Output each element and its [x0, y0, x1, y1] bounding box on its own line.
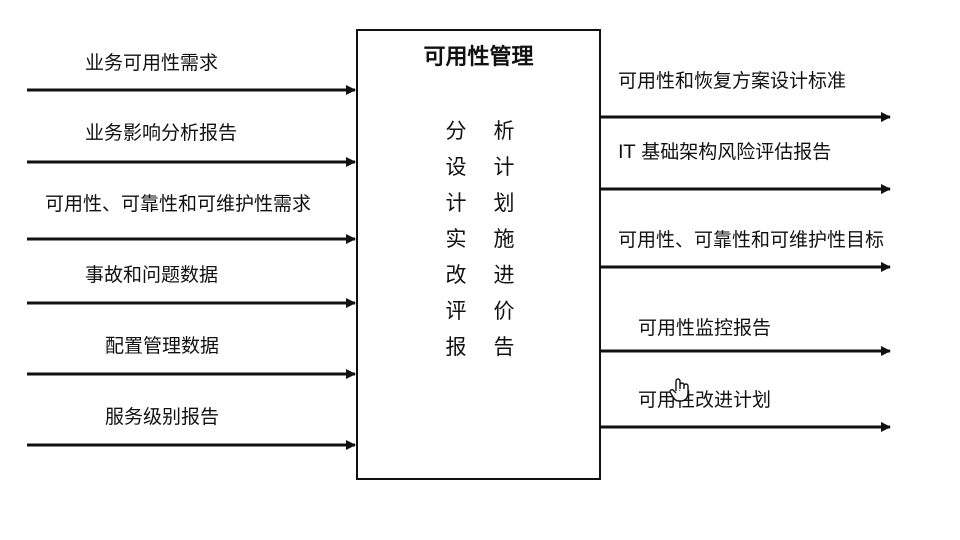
input-label-1: 业务可用性需求 [85, 52, 219, 74]
output-label-3: 可用性、可靠性和可维护性目标 [618, 229, 885, 251]
hand-pointer-icon [669, 378, 689, 402]
process-box: 可用性管理 分 设 计 实 改 评 报 析 计 划 施 进 价 告 [356, 29, 601, 480]
process-char: 计 [445, 191, 467, 215]
process-char: 计 [493, 155, 515, 179]
process-char: 实 [445, 227, 467, 251]
output-label-5: 可用性改进计划 [638, 389, 772, 411]
output-label-4: 可用性监控报告 [638, 317, 772, 339]
output-label-2: IT 基础架构风险评估报告 [618, 141, 832, 163]
input-label-4: 事故和问题数据 [85, 264, 219, 286]
output-label-1: 可用性和恢复方案设计标准 [618, 70, 847, 92]
process-char: 分 [445, 119, 467, 143]
process-char: 设 [445, 155, 467, 179]
process-char: 价 [493, 299, 515, 323]
process-column-right: 析 计 划 施 进 价 告 [492, 117, 516, 369]
process-title: 可用性管理 [423, 45, 534, 70]
input-label-3: 可用性、可靠性和可维护性需求 [45, 193, 312, 215]
input-label-2: 业务影响分析报告 [85, 122, 238, 144]
process-char: 报 [445, 335, 467, 359]
process-char: 改 [445, 263, 467, 287]
process-char: 进 [493, 263, 515, 287]
process-char: 析 [493, 119, 515, 143]
process-column-left: 分 设 计 实 改 评 报 [444, 117, 468, 369]
process-char: 划 [493, 191, 515, 215]
input-label-5: 配置管理数据 [105, 335, 220, 357]
process-char: 告 [493, 335, 515, 359]
input-label-6: 服务级别报告 [105, 406, 220, 428]
process-char: 评 [445, 299, 467, 323]
process-char: 施 [493, 227, 515, 251]
